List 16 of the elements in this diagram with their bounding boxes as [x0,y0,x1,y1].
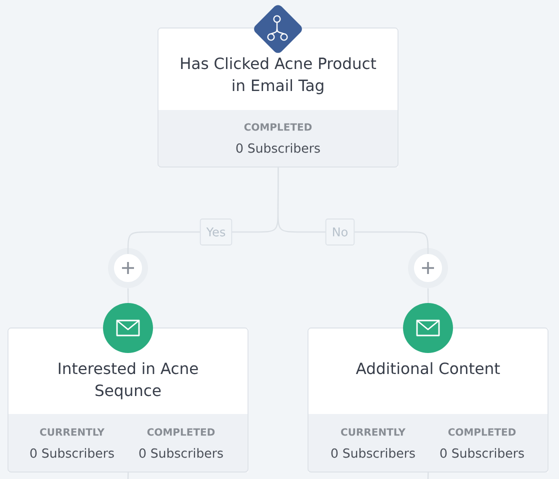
edge-label: No [325,218,355,246]
subscriber-count: 0 Subscribers [30,448,114,458]
status-label: COMPLETED [448,428,516,436]
card-title: Additional Content [356,362,500,374]
edge-label: Yes [200,218,232,246]
card-title: Interested in Acne Sequnce [58,362,198,400]
connector-line [277,167,429,255]
status-label: COMPLETED [244,123,312,131]
status-label: CURRENTLY [341,428,406,436]
subscriber-count: 0 Subscribers [139,448,223,458]
status-label: COMPLETED [147,428,215,436]
subscriber-count: 0 Subscribers [440,448,524,458]
subscriber-count: 0 Subscribers [331,448,415,458]
subscriber-count: 0 Subscribers [236,143,320,153]
card-title: Has Clicked Acne Product in Email Tag [181,57,376,94]
status-label: CURRENTLY [40,428,105,436]
